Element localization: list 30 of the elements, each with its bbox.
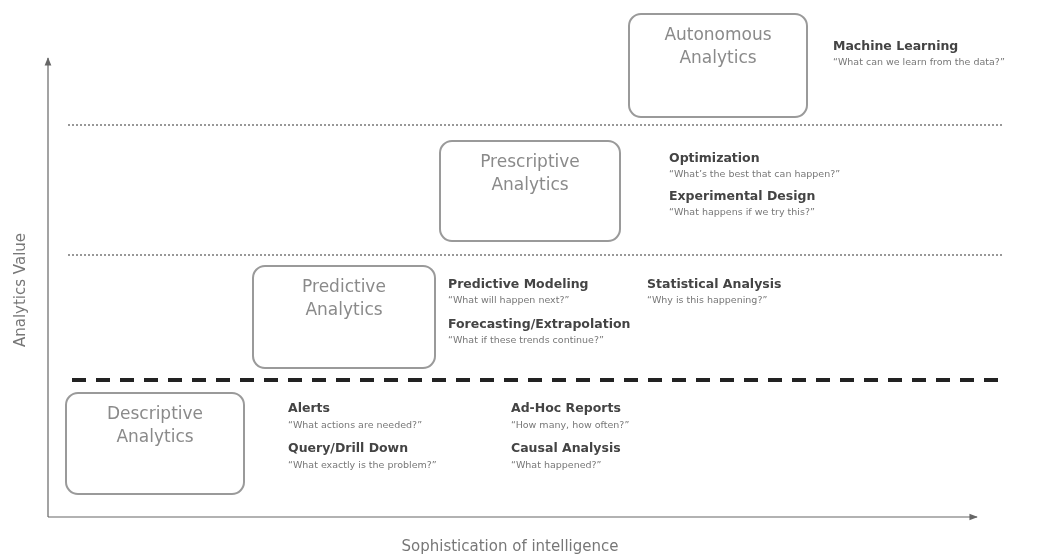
technique-heading: Forecasting/Extrapolation [448,316,631,331]
question-text: “What happens if we try this?” [669,206,815,217]
technique-heading: Ad-Hoc Reports [511,400,621,415]
question-text: “How many, how often?” [511,419,630,430]
question-text: “What exactly is the problem?” [288,459,437,470]
axis-label: Sophistication of intelligence [401,537,619,555]
question-text: “What if these trends continue?” [448,334,604,345]
technique-heading: Statistical Analysis [647,276,782,291]
analytics-box [439,140,621,242]
technique-heading: Causal Analysis [511,440,621,455]
technique-heading: Machine Learning [833,38,959,53]
stage-name: Prescriptive Analytics [479,150,581,196]
question-text: “What will happen next?” [448,294,570,305]
question-text: “What happened?” [511,459,602,470]
question-text: “What actions are needed?” [288,419,423,430]
analytics-box [252,265,436,369]
technique-heading: Experimental Design [669,188,816,203]
analytics-box [628,13,808,118]
analytics-box [65,392,245,495]
axis-label: Analytics Value [11,232,29,348]
stage-name: Autonomous Analytics [663,23,773,69]
question-text: “What’s the best that can happen?” [669,168,841,179]
technique-heading: Alerts [288,400,331,415]
stage-name: Descriptive Analytics [105,402,205,448]
technique-heading: Query/Drill Down [288,440,409,455]
technique-heading: Predictive Modeling [448,276,589,291]
stage-name: Predictive Analytics [301,275,387,321]
question-text: “Why is this happening?” [647,294,768,305]
technique-heading: Optimization [669,150,760,165]
question-text: “What can we learn from the data?” [833,56,1005,67]
